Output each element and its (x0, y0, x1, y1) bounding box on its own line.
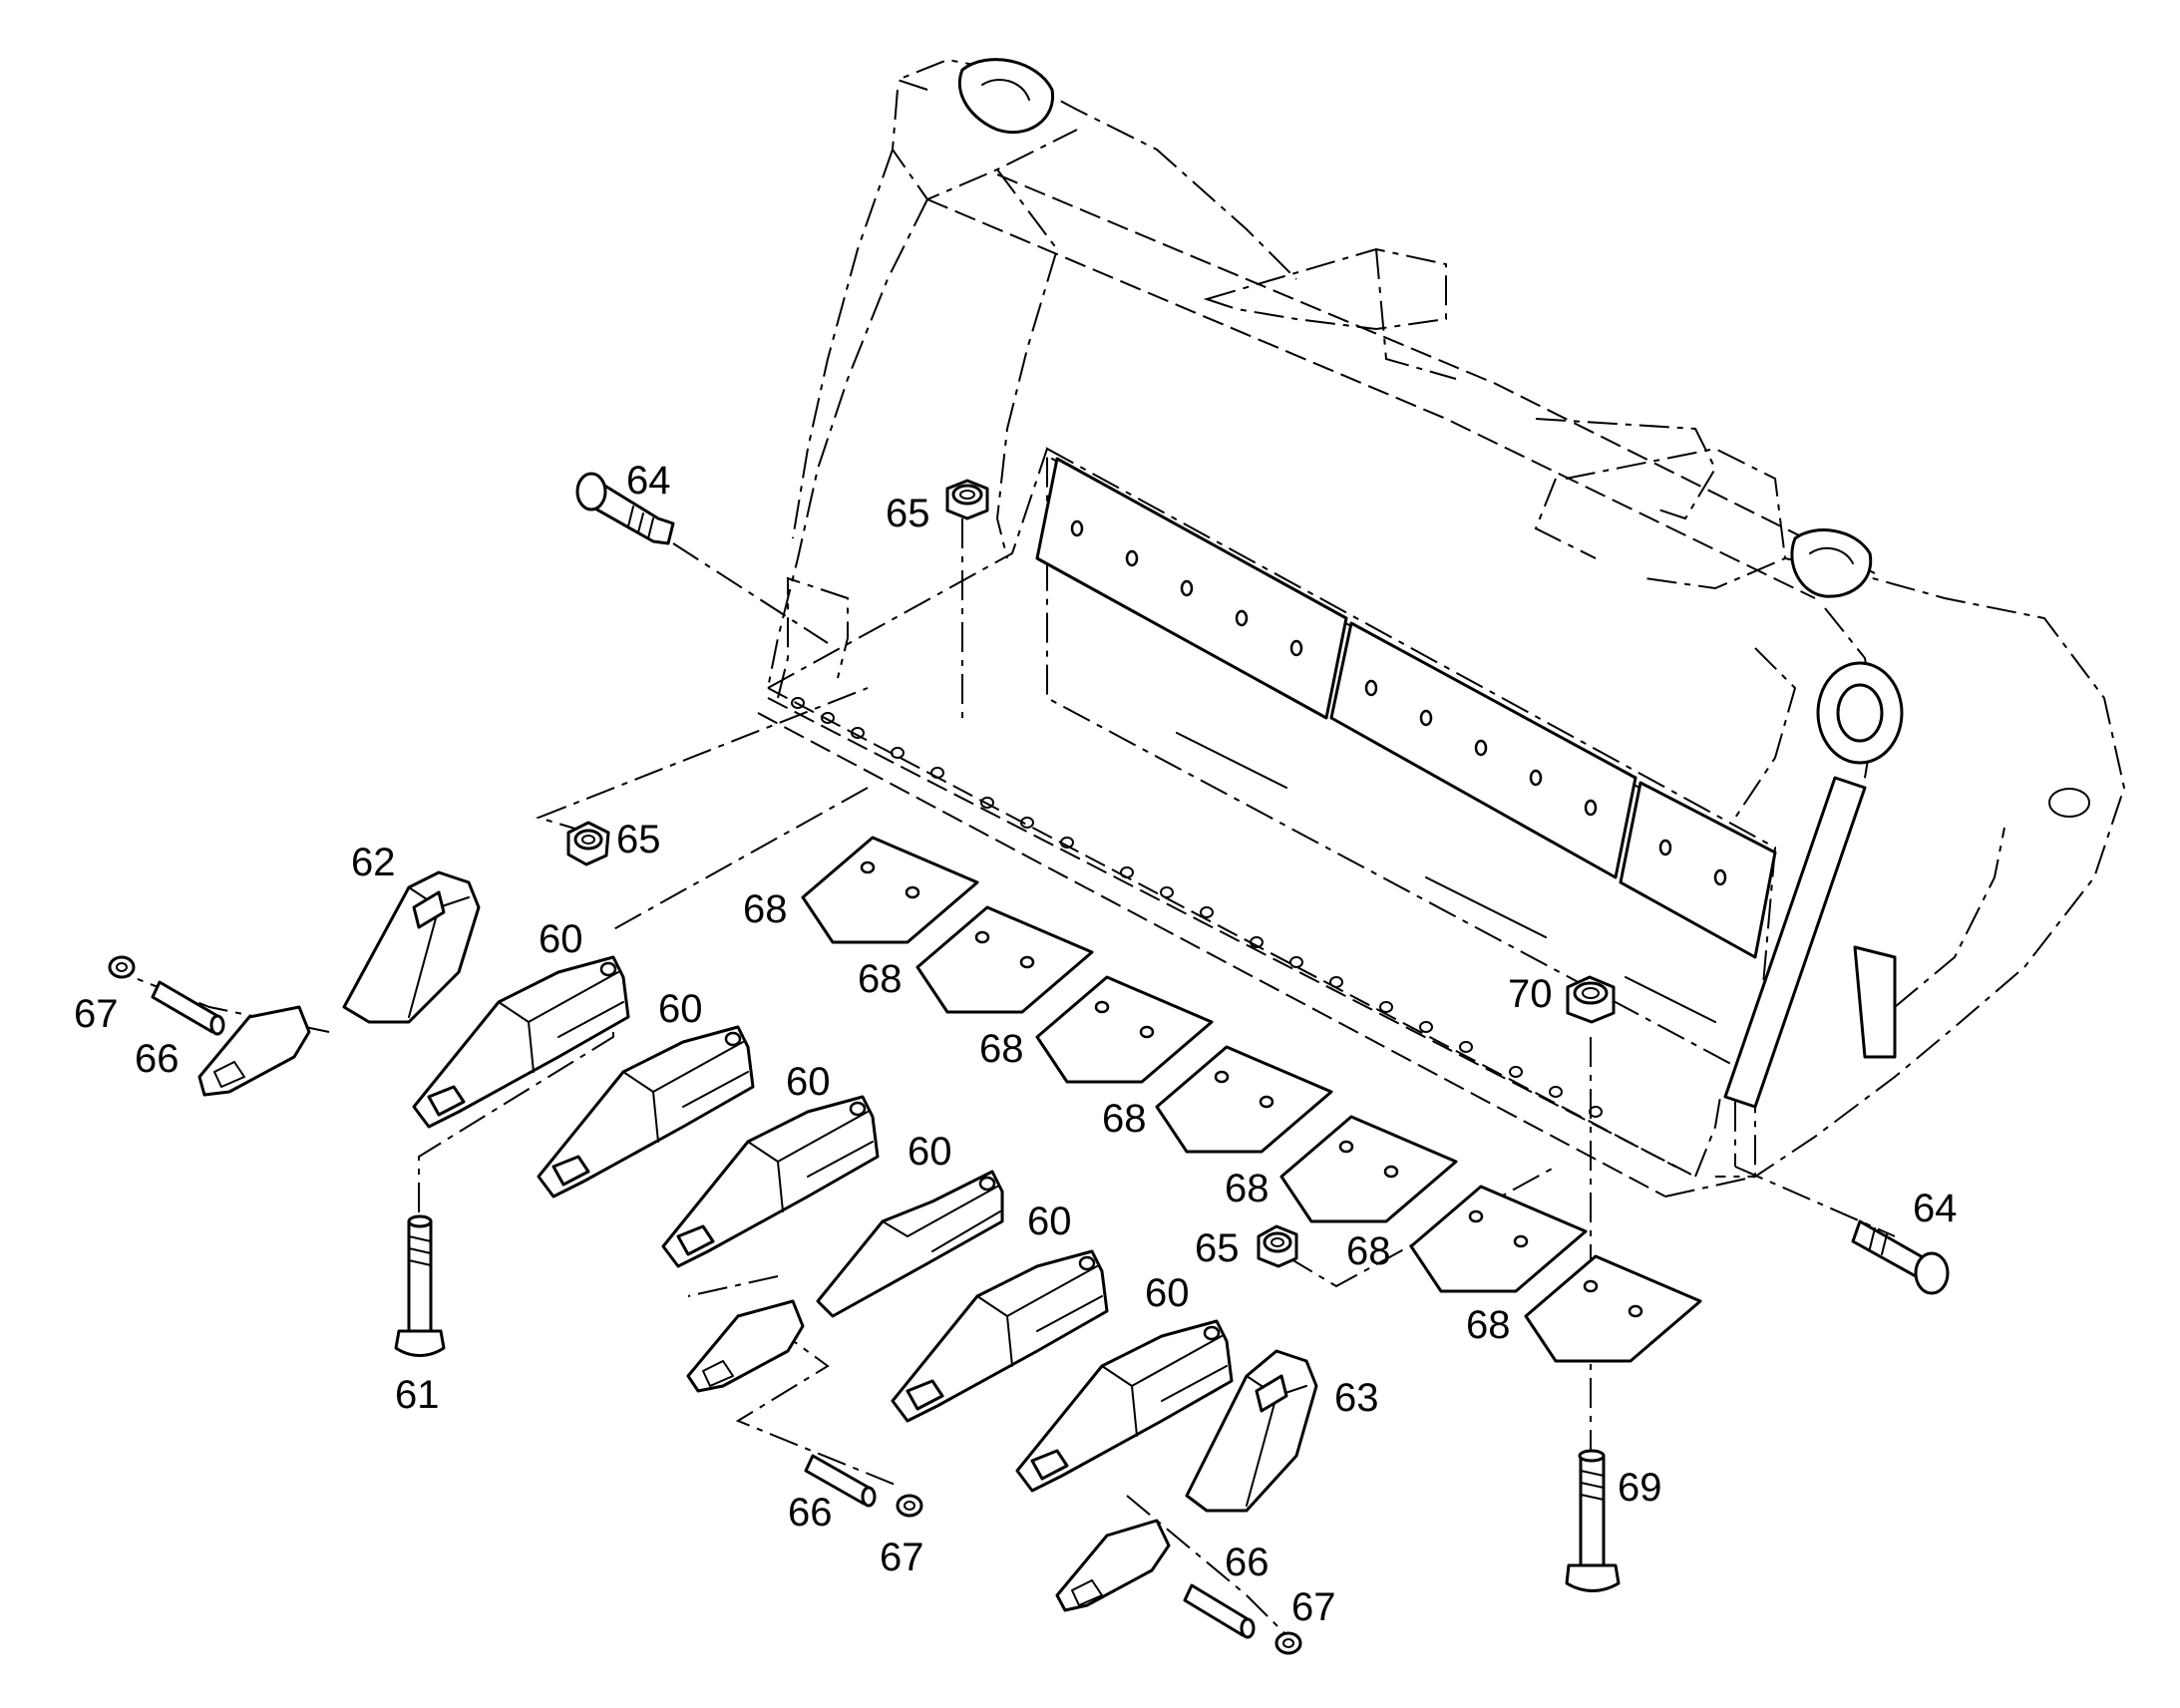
callout-68-2: 68 (858, 957, 903, 1001)
nut-65-lower (1257, 1224, 1298, 1268)
callout-68-3: 68 (979, 1027, 1024, 1071)
callout-69: 69 (1618, 1466, 1662, 1510)
bolt-64-left (575, 472, 675, 545)
tooth-adapters-60 (412, 955, 1234, 1493)
corner-adapter-62 (342, 870, 481, 1024)
adapter-60-5 (891, 1249, 1109, 1423)
callout-67-left: 67 (74, 992, 119, 1036)
callout-60-3: 60 (786, 1060, 831, 1104)
adapter-60-3 (661, 1095, 880, 1268)
wear-plate-68-4 (1155, 1045, 1333, 1154)
wear-strip-right (1619, 781, 1777, 959)
callout-62: 62 (351, 841, 396, 884)
callout-60-2: 60 (658, 987, 703, 1031)
callout-66-right: 66 (1225, 1540, 1270, 1584)
nut-70 (1566, 975, 1616, 1024)
callout-65-lower: 65 (1195, 1226, 1240, 1270)
callout-60-4: 60 (908, 1130, 952, 1174)
corner-adapter-63 (1185, 1349, 1318, 1513)
callout-60-6: 60 (1145, 1271, 1190, 1315)
callout-67-middle: 67 (880, 1536, 924, 1579)
washer-67-middle (896, 1494, 923, 1518)
adapter-60-1 (412, 955, 630, 1129)
callout-66-left: 66 (135, 1037, 180, 1081)
pin-66-right (1183, 1583, 1256, 1639)
tooth-tip-left (197, 1005, 311, 1097)
tooth-tip-middle (686, 1299, 805, 1393)
callout-68-4: 68 (1102, 1097, 1147, 1141)
bucket-body (757, 58, 2126, 1197)
washer-67-right (1274, 1631, 1302, 1655)
callout-68-7: 68 (1466, 1303, 1511, 1347)
nut-65-middle (566, 821, 610, 866)
callout-60-5: 60 (1027, 1199, 1072, 1243)
callout-68-5: 68 (1225, 1167, 1270, 1210)
bolt-69 (1565, 1449, 1621, 1592)
callout-labels: 64 65 65 62 68 60 67 60 66 68 70 68 60 6… (74, 459, 1958, 1629)
pin-66-left (151, 980, 225, 1036)
callout-65-middle: 65 (616, 818, 661, 861)
callout-65-upper: 65 (886, 492, 930, 535)
right-side-reinforcement (1723, 776, 1867, 1109)
wear-plates-68 (801, 836, 1702, 1363)
wear-plate-68-5 (1279, 1115, 1458, 1223)
tooth-tip-right (1055, 1519, 1171, 1612)
callout-64-upper: 64 (626, 459, 671, 503)
wear-plate-68-6 (1409, 1185, 1588, 1293)
adapter-60-6 (1015, 1319, 1234, 1493)
adapter-60-2 (537, 1025, 755, 1198)
wear-strip-holes (1070, 519, 1727, 886)
callout-63: 63 (1334, 1376, 1379, 1420)
wear-plate-68-7 (1524, 1254, 1702, 1363)
callout-68-1: 68 (743, 887, 788, 931)
callout-68-6: 68 (1346, 1229, 1391, 1273)
bolt-61 (394, 1214, 446, 1357)
wear-plate-68-2 (915, 905, 1094, 1014)
callout-61: 61 (395, 1373, 440, 1417)
bolt-64-right (1851, 1219, 1950, 1295)
callout-60-1: 60 (539, 917, 583, 961)
wear-plate-68-1 (801, 836, 979, 944)
washer-67-left (108, 955, 136, 979)
adapter-60-4 (816, 1170, 1004, 1318)
callout-70: 70 (1508, 972, 1553, 1016)
callout-67-right: 67 (1291, 1585, 1336, 1629)
pin-66-middle (804, 1454, 877, 1508)
wear-plate-68-3 (1035, 975, 1214, 1084)
nut-65-top (945, 479, 989, 520)
callout-66-middle: 66 (788, 1491, 833, 1535)
callout-64-lower: 64 (1913, 1187, 1958, 1230)
